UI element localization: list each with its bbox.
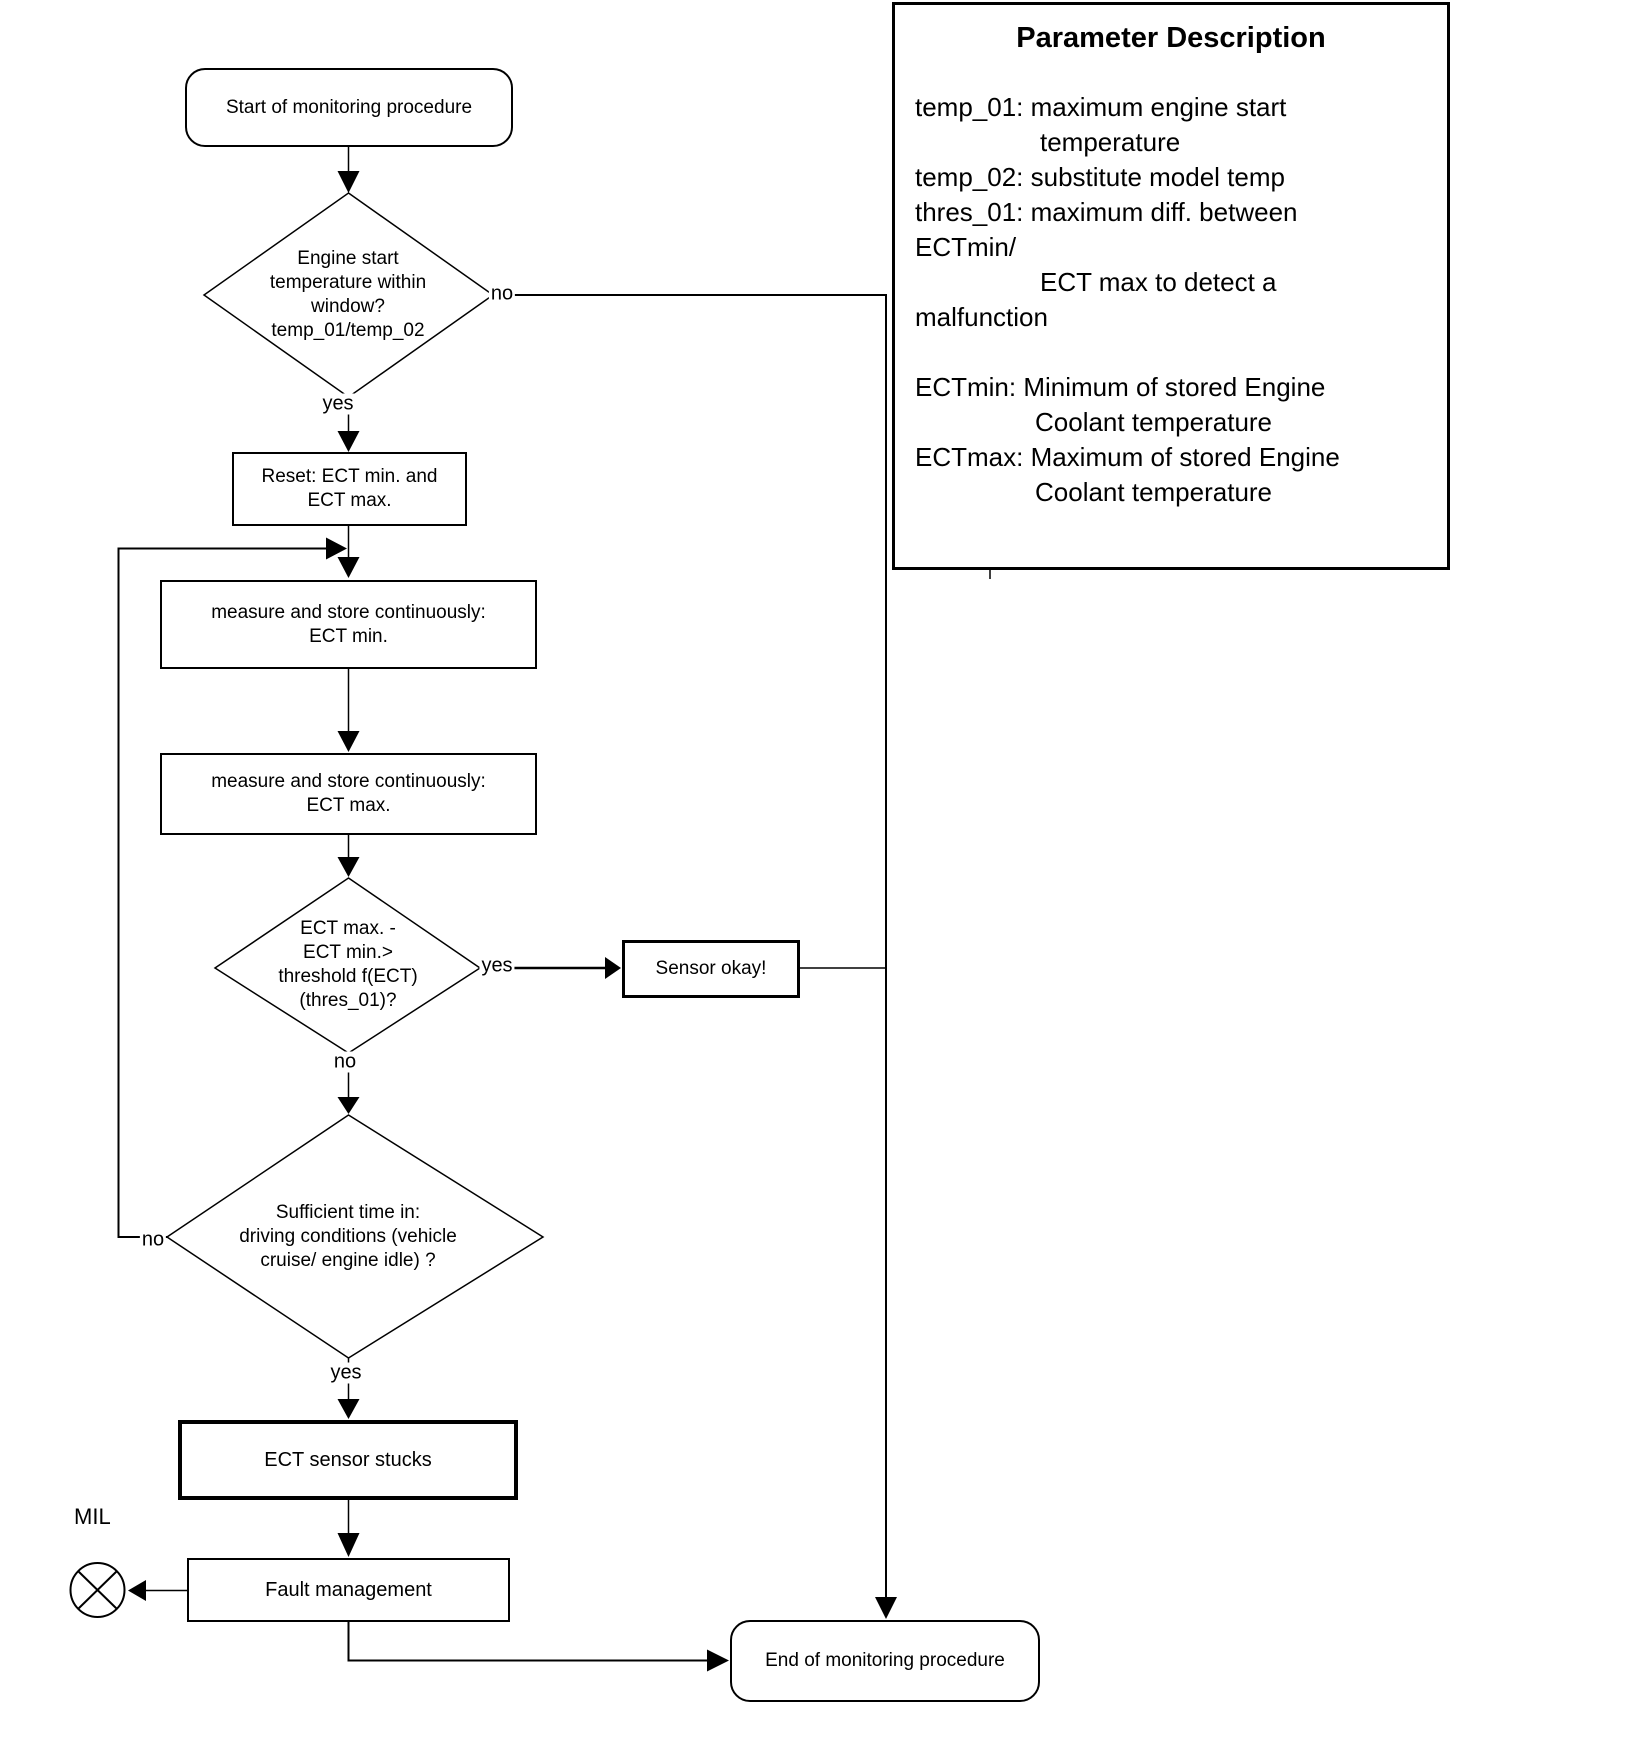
node-end: End of monitoring procedure — [730, 1620, 1040, 1702]
node-measure-ect-min: measure and store continuously: ECT min. — [160, 580, 537, 669]
mil-label: MIL — [74, 1504, 111, 1529]
legend-line: ECTmin/ — [915, 232, 1017, 262]
node-sensor-okay: Sensor okay! — [622, 940, 800, 998]
arrow-into-end-top — [875, 1597, 897, 1619]
edge-label-no2: no — [331, 1050, 359, 1073]
arrow-into-measure-max — [337, 731, 360, 752]
legend-line: malfunction — [915, 302, 1048, 332]
node-ect-sensor-stucks: ECT sensor stucks — [178, 1420, 518, 1500]
node-reset-ect: Reset: ECT min. and ECT max. — [232, 452, 467, 526]
legend-line: ECT max to detect a — [1040, 267, 1277, 297]
legend-title: Parameter Description — [1016, 22, 1326, 54]
edge-label-no3: no — [139, 1228, 167, 1251]
arrow-into-mil — [128, 1580, 146, 1601]
edge-label-no1: no — [488, 282, 516, 305]
diamond-sufficient-time — [165, 1114, 545, 1359]
arrow-into-sensor-okay — [605, 957, 621, 979]
edge-label-yes1: yes — [320, 392, 356, 415]
parameter-description-panel: Parameter Description temp_01: maximum e… — [892, 2, 1450, 570]
arrow-into-decision2 — [337, 857, 360, 877]
arrow-into-reset — [337, 431, 360, 452]
arrow-into-stucks — [337, 1399, 360, 1419]
legend-line: temp_01: maximum engine start — [915, 92, 1287, 122]
arrow-into-measure-min — [337, 557, 360, 578]
decision-sufficient-time-label: Sufficient time in: driving conditions (… — [239, 1202, 457, 1271]
legend-line: Coolant temperature — [1035, 407, 1273, 437]
legend-line-blank — [915, 335, 1439, 370]
legend-line: ECTmin: Minimum of stored Engine — [915, 372, 1326, 402]
node-start: Start of monitoring procedure — [185, 68, 513, 147]
edge-label-yes3: yes — [328, 1361, 364, 1384]
node-measure-ect-max: measure and store continuously: ECT max. — [160, 753, 537, 835]
decision-ect-threshold-label: ECT max. - ECT min.> threshold f(ECT) (t… — [278, 918, 418, 1011]
edge-fault-to-end — [347, 1622, 707, 1662]
mil-indicator-icon — [69, 1562, 126, 1618]
legend-line: ECTmax: Maximum of stored Engine — [915, 442, 1340, 472]
legend-body: temp_01: maximum engine start temperatur… — [895, 90, 1447, 510]
legend-line: thres_01: maximum diff. between — [915, 197, 1298, 227]
arrow-into-fault — [337, 1533, 360, 1557]
legend-line: temperature — [1040, 127, 1181, 157]
legend-line: Coolant temperature — [1035, 477, 1273, 507]
legend-line: temp_02: substitute model temp — [915, 162, 1285, 192]
decision-engine-start-temp-label: Engine start temperature within window? … — [269, 248, 427, 341]
edge-label-yes2: yes — [479, 954, 515, 977]
arrow-into-end-left — [707, 1649, 729, 1672]
decision-diamonds — [165, 192, 545, 1359]
arrow-into-decision1 — [337, 171, 360, 193]
arrow-into-decision3 — [337, 1097, 360, 1114]
node-fault-management: Fault management — [187, 1558, 510, 1622]
edge-no1-to-end — [497, 294, 887, 1597]
arrowheads — [128, 171, 897, 1672]
arrow-loop-merge — [326, 537, 347, 560]
